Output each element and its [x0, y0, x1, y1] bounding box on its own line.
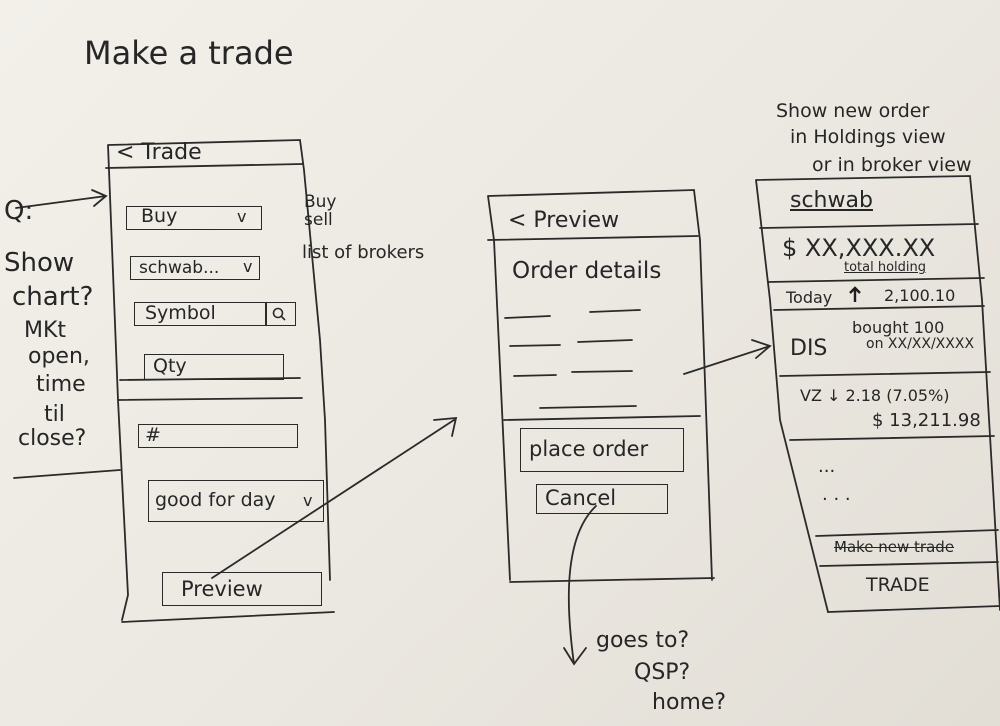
up-arrow-icon: [849, 286, 861, 302]
holdings-broker-name[interactable]: schwab: [790, 188, 873, 213]
buy-select[interactable]: Buy v: [126, 205, 262, 230]
buy-option-note: Buy: [304, 192, 337, 212]
place-order-label: place order: [529, 437, 649, 461]
goes-to-note: goes to?: [596, 628, 690, 653]
holdings-note-3: or in broker view: [812, 154, 972, 176]
q-label: Q:: [4, 196, 34, 226]
trade-header-title[interactable]: < Trade: [116, 140, 202, 165]
holdings-note-1: Show new order: [776, 100, 930, 122]
chevron-down-icon: v: [303, 491, 313, 510]
trade-button[interactable]: TRADE: [866, 574, 930, 596]
symbol-input-placeholder: Symbol: [145, 302, 216, 324]
duration-select[interactable]: good for day v: [148, 480, 324, 522]
market-note-4: til: [44, 402, 65, 427]
dis-note-2: on XX/XX/XXXX: [866, 336, 975, 352]
preview-button[interactable]: Preview: [162, 572, 322, 606]
order-details-heading: Order details: [512, 258, 662, 284]
price-input[interactable]: #: [138, 424, 298, 448]
symbol-input[interactable]: Symbol: [134, 302, 296, 326]
show-chart-note-1: Show: [4, 248, 75, 278]
market-note-2: open,: [28, 344, 90, 369]
total-holding-label: total holding: [844, 260, 927, 275]
qsp-note: QSP?: [634, 660, 691, 685]
price-input-placeholder: #: [145, 424, 161, 446]
preview-header-title[interactable]: < Preview: [508, 208, 620, 233]
trade-frame: [107, 139, 331, 621]
chevron-down-icon: v: [243, 257, 253, 276]
today-label: Today: [786, 288, 833, 307]
cancel-arrow: [563, 505, 597, 666]
buy-select-value: Buy: [141, 205, 178, 227]
place-order-to-holdings-arrow: [683, 339, 772, 375]
holdings-frame: [755, 175, 1000, 613]
dis-symbol[interactable]: DIS: [790, 336, 828, 361]
broker-list-note: list of brokers: [302, 242, 425, 263]
vz-value: $ 13,211.98: [872, 410, 981, 431]
page-title: Make a trade: [84, 34, 294, 72]
home-note: home?: [652, 690, 727, 715]
show-chart-note-2: chart?: [12, 282, 94, 312]
ellipsis-1: ...: [818, 456, 836, 477]
qty-input-placeholder: Qty: [153, 355, 187, 377]
preview-frame: [487, 189, 713, 581]
broker-select[interactable]: schwab... v: [130, 256, 260, 280]
market-note-1: MKt: [24, 318, 67, 343]
preview-to-details-arrow: [211, 416, 458, 579]
trade-header-line: [105, 163, 303, 169]
cancel-button[interactable]: Cancel: [536, 484, 668, 514]
total-holding-value: $ XX,XXX.XX: [782, 234, 936, 262]
make-new-trade-label: Make new trade: [834, 538, 955, 556]
qty-input[interactable]: Qty: [144, 354, 284, 380]
search-icon[interactable]: [271, 306, 287, 322]
chevron-down-icon: v: [237, 207, 247, 226]
market-note-5: close?: [18, 426, 87, 451]
sell-option-note: sell: [304, 210, 333, 230]
preview-button-label: Preview: [181, 577, 263, 601]
broker-select-value: schwab...: [139, 258, 220, 278]
today-value: 2,100.10: [884, 286, 956, 305]
cancel-button-label: Cancel: [545, 486, 617, 510]
place-order-button[interactable]: place order: [520, 428, 684, 472]
holdings-note-2: in Holdings view: [790, 126, 946, 148]
duration-select-value: good for day: [155, 489, 276, 511]
dis-note-1: bought 100: [852, 318, 945, 337]
q-arrow: [15, 189, 108, 209]
market-note-3: time: [36, 372, 86, 397]
vz-line[interactable]: VZ ↓ 2.18 (7.05%): [800, 386, 950, 405]
ellipsis-2: . . .: [822, 484, 851, 505]
